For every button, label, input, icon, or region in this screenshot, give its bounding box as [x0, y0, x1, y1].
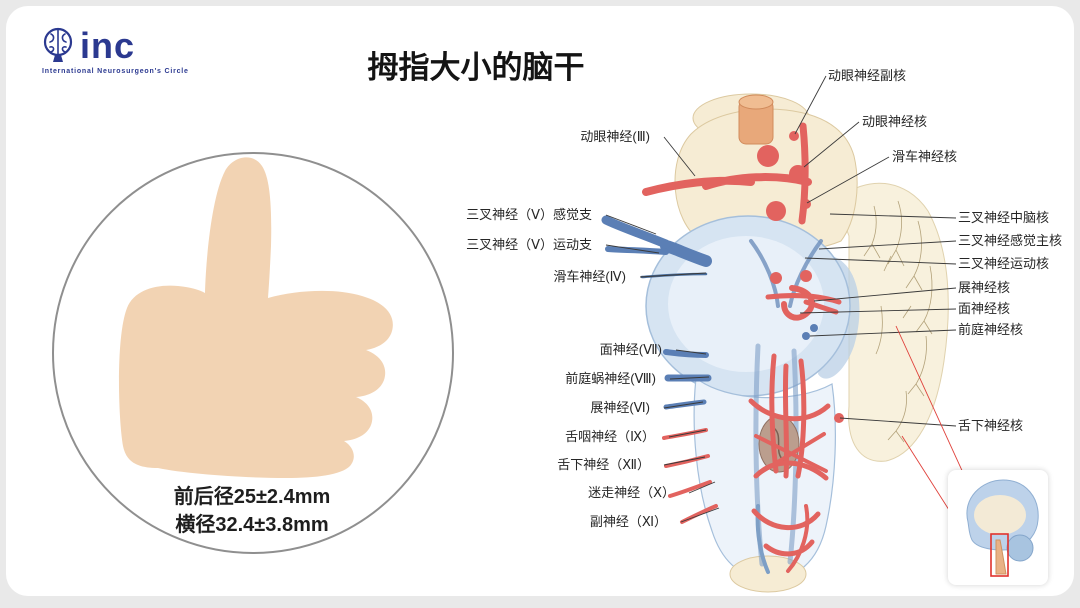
label-abducens-nucleus: 展神经核	[958, 280, 1011, 295]
label-hypoglossal-nucleus: 舌下神经核	[958, 418, 1024, 433]
brainstem-measurements: 前后径25±2.4mm 横径32.4±3.8mm	[102, 483, 402, 539]
thumb-shape	[118, 157, 393, 478]
brain-logo-icon	[43, 27, 73, 62]
label-oculomotor-accessory-nucleus: 动眼神经副核	[828, 68, 907, 83]
label-hypoglossal-nerve: 舌下神经（Ⅻ）	[557, 457, 650, 472]
inc-logo: inc	[40, 26, 135, 66]
label-vagus-nerve: 迷走神经（Ⅹ）	[588, 485, 675, 500]
label-trigeminal-motor-branch: 三叉神经（Ⅴ）运动支	[466, 237, 592, 252]
label-trochlear-nerve: 滑车神经(Ⅳ)	[553, 269, 626, 284]
logo-subtitle: International Neurosurgeon's Circle	[42, 68, 189, 75]
sagittal-brain-icon	[966, 479, 1039, 577]
content-card: inc International Neurosurgeon's Circle …	[6, 6, 1074, 596]
label-trigeminal-motor-nucleus: 三叉神经运动核	[958, 256, 1050, 271]
label-trigeminal-mesencephalic-nucleus: 三叉神经中脑核	[958, 210, 1050, 225]
page-title: 拇指大小的脑干	[367, 50, 585, 85]
label-facial-nucleus: 面神经核	[958, 301, 1011, 316]
logo-wordmark: inc	[80, 25, 136, 66]
inset-cerebellum-shape	[1006, 534, 1034, 562]
label-accessory-nerve: 副神经（Ⅺ）	[589, 514, 667, 529]
inset-highlight-box	[990, 533, 1009, 577]
label-trochlear-nucleus: 滑车神经核	[892, 149, 958, 164]
label-glossopharyngeal-nerve: 舌咽神经（Ⅸ）	[565, 429, 655, 444]
measurement-transverse: 横径32.4±3.8mm	[175, 514, 329, 536]
label-oculomotor-nerve: 动眼神经(Ⅲ)	[580, 129, 650, 144]
inset-brainstem-shape	[995, 539, 1007, 575]
label-abducens-nerve: 展神经(Ⅵ)	[590, 400, 650, 415]
measurement-ap: 前后径25±2.4mm	[173, 486, 331, 508]
label-facial-nerve: 面神经(Ⅶ)	[599, 342, 662, 357]
label-oculomotor-nucleus: 动眼神经核	[862, 114, 928, 129]
thumb-illustration	[118, 157, 393, 478]
label-trigeminal-sensory-branch: 三叉神经（Ⅴ）感觉支	[466, 207, 592, 222]
label-trigeminal-principal-sensory-nucleus: 三叉神经感觉主核	[958, 233, 1063, 248]
label-vestibular-nucleus: 前庭神经核	[958, 322, 1024, 337]
label-vestibulocochlear-nerve: 前庭蜗神经(Ⅷ)	[565, 371, 656, 386]
brain-location-inset	[948, 470, 1048, 585]
